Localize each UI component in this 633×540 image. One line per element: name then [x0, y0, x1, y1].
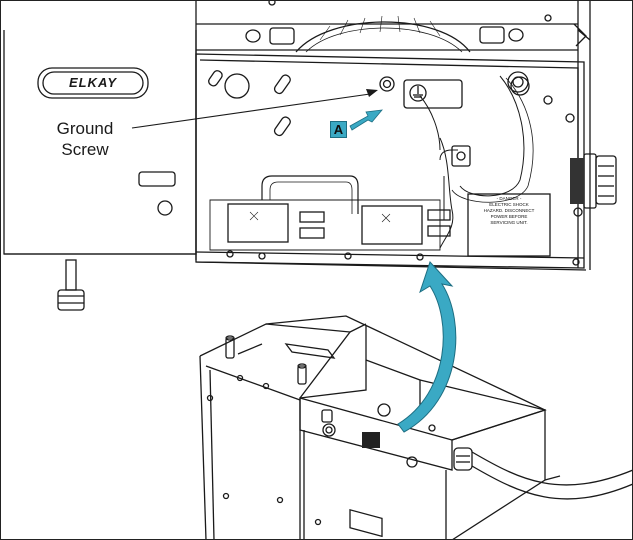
danger-warning-label: - DANGER - ELECTRIC SHOCK HAZARD. DISCON…	[483, 196, 535, 225]
ground-screw-leader	[131, 89, 378, 129]
upper-unit-housing	[3, 0, 617, 311]
ground-screw-label-line2: Screw	[61, 140, 109, 159]
callout-marker-a: A	[330, 121, 347, 138]
callout-a-arrow	[349, 109, 383, 131]
ground-screw-label-line1: Ground	[56, 119, 114, 138]
elkay-logo: ELKAY	[68, 75, 118, 90]
insertion-arrow	[397, 261, 457, 433]
lower-electrical-box	[199, 315, 633, 540]
ground-screw-label: Ground Screw	[30, 118, 140, 160]
